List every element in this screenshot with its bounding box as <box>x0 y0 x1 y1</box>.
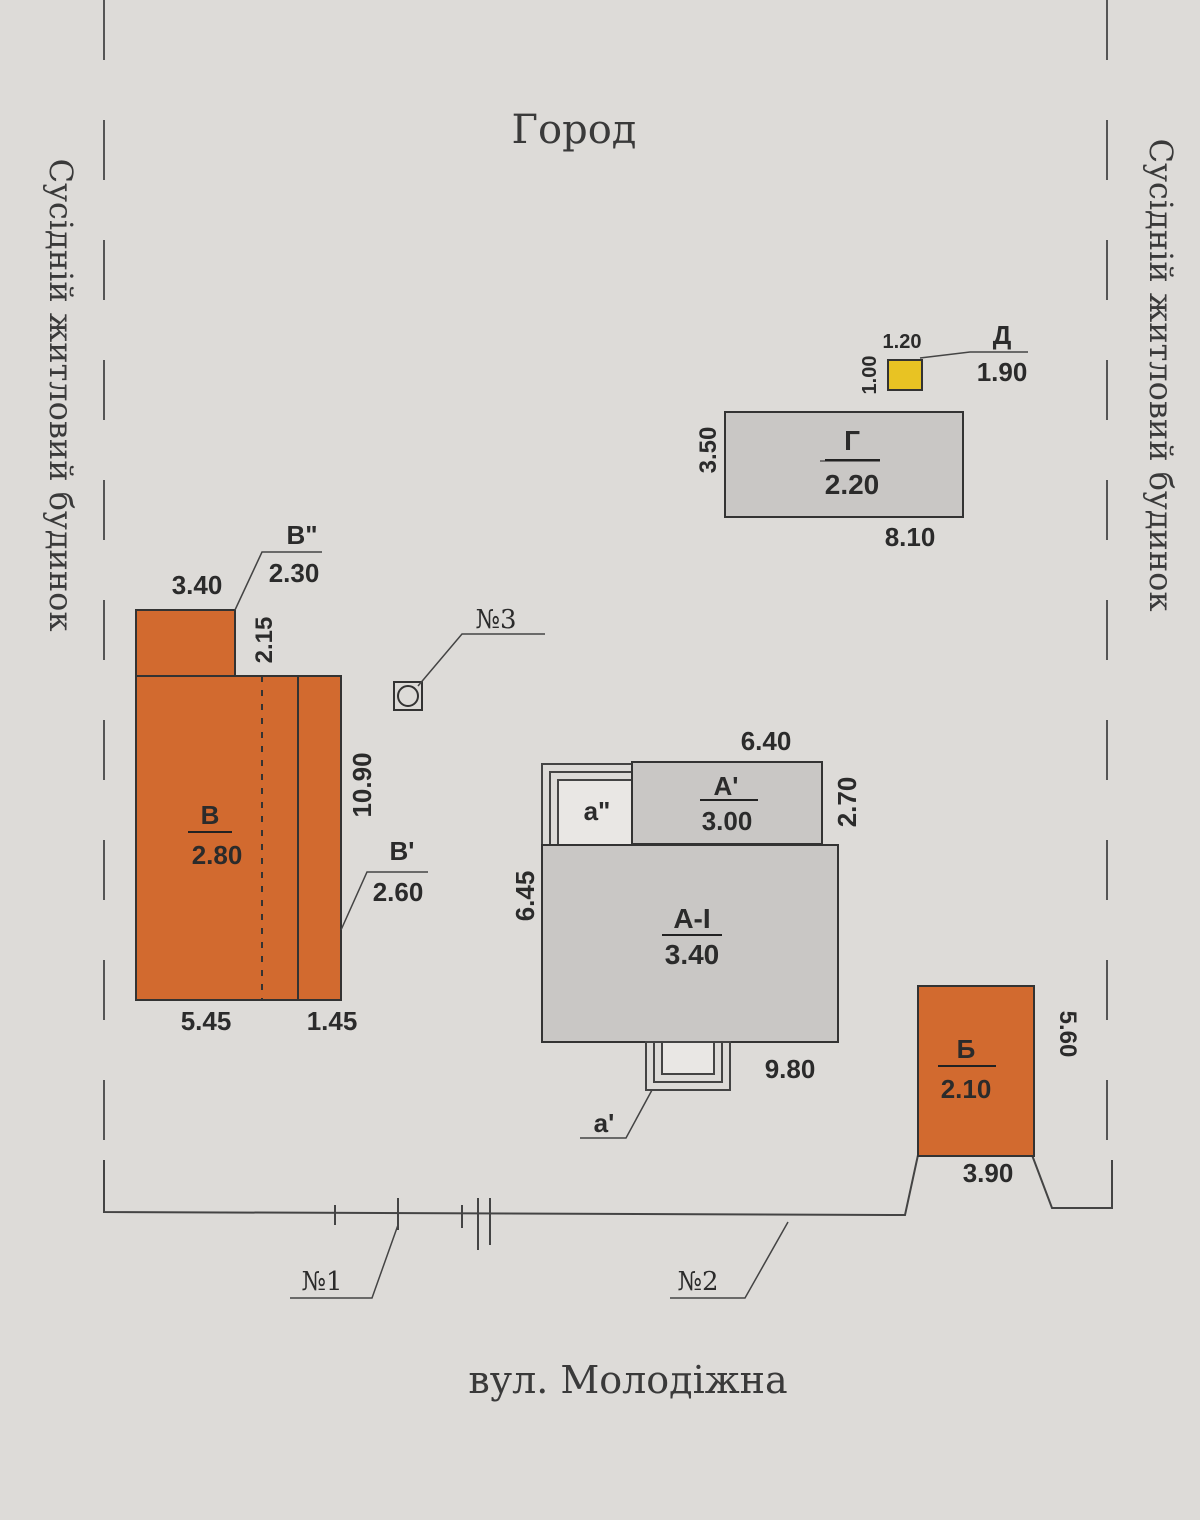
building-g <box>724 411 964 518</box>
dim-g-width: 8.10 <box>885 522 936 552</box>
building-v2-value: 2.30 <box>269 558 320 588</box>
street-fence <box>103 1154 919 1217</box>
dim-v2-width: 3.40 <box>172 570 223 600</box>
leader-n1 <box>290 1224 399 1299</box>
building-v2 <box>135 609 236 677</box>
building-a-name: А-I <box>673 903 710 934</box>
dim-a-height: 6.45 <box>510 871 540 922</box>
building-a <box>541 844 839 1043</box>
building-a-value: 3.40 <box>665 939 720 970</box>
street-label: вул. Молодіжна <box>468 1358 787 1402</box>
building-a1 <box>631 761 823 845</box>
building-v <box>135 675 299 1001</box>
street-fence-right <box>1031 1154 1113 1209</box>
dim-v-height: 10.90 <box>347 752 377 817</box>
dim-a1-height: 2.70 <box>832 777 862 828</box>
building-a1-value: 3.00 <box>702 806 753 836</box>
dim-b-height: 5.60 <box>1054 1011 1081 1058</box>
building-d-value: 1.90 <box>977 357 1028 387</box>
well-square <box>393 681 423 711</box>
dim-d-width: 1.20 <box>883 331 922 353</box>
leader-a1 <box>580 1089 653 1139</box>
building-d-name: Д <box>993 320 1012 350</box>
building-v1-name: В' <box>390 836 415 866</box>
well-circle <box>397 685 419 707</box>
leader-v1 <box>340 871 428 931</box>
leader-d <box>919 351 1028 359</box>
building-b <box>917 985 1035 1157</box>
building-b-value: 2.10 <box>941 1074 992 1104</box>
building-d <box>887 359 923 391</box>
building-b-name: Б <box>957 1034 976 1064</box>
dim-a1-width: 6.40 <box>741 726 792 756</box>
dim-v2-height: 2.15 <box>251 617 278 664</box>
left-neighbor-label: Сусідній житловий будинок <box>42 159 80 632</box>
building-g-name: Г <box>844 425 860 456</box>
dim-d-height: 1.00 <box>859 356 881 395</box>
marker-n3: №3 <box>475 605 516 635</box>
porch-a2-label: а" <box>584 796 611 826</box>
building-v1-value: 2.60 <box>373 877 424 907</box>
garden-label: Город <box>512 107 637 153</box>
porch-a1-label: а' <box>594 1108 615 1138</box>
leader-v2 <box>234 551 322 611</box>
dim-b-width: 3.90 <box>963 1158 1014 1188</box>
leader-n3 <box>417 633 545 687</box>
building-v-value: 2.80 <box>192 840 243 870</box>
building-v1 <box>297 675 342 1001</box>
porch-a1-inner <box>661 1041 715 1075</box>
building-g-value: 2.20 <box>825 469 880 500</box>
dim-g-height: 3.50 <box>695 427 722 474</box>
marker-n2: №2 <box>677 1267 718 1297</box>
building-a1-name: А' <box>714 771 739 801</box>
right-neighbor-label: Сусідній житловий будинок <box>1142 139 1180 612</box>
leader-n2 <box>670 1221 789 1299</box>
marker-n1: №1 <box>301 1267 342 1297</box>
dim-v-width: 5.45 <box>181 1006 232 1036</box>
building-v-name: В <box>201 800 220 830</box>
dim-a-width: 9.80 <box>765 1054 816 1084</box>
building-v2-name: В" <box>286 520 317 550</box>
dim-v1-width: 1.45 <box>307 1006 358 1036</box>
